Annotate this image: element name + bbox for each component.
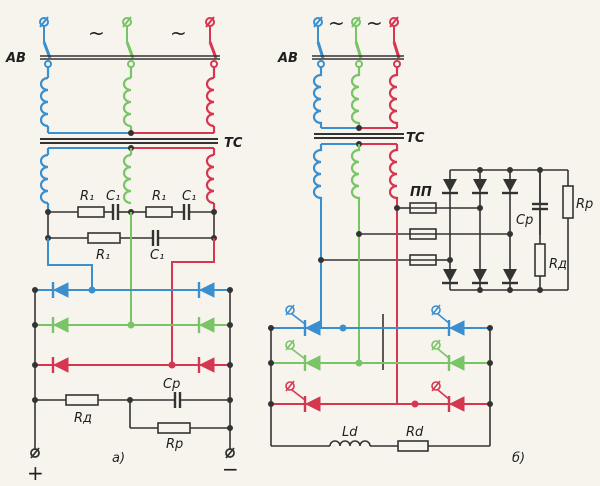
resistor-label-r1-3: R₁ (96, 248, 110, 263)
secondary-winding-a (39, 148, 50, 212)
terminal-phase-a-left (39, 16, 49, 42)
diode-a-1 (51, 280, 70, 300)
thyristor-b-1 (303, 353, 322, 373)
caption-b: б) (512, 451, 525, 466)
inductor-label-ld: Ld (342, 425, 358, 440)
diode-c-2 (197, 355, 216, 375)
output-load-b (271, 440, 490, 452)
minus-sign: − (222, 457, 239, 481)
transformer-label-ts-2: ТС (406, 131, 425, 146)
ac-symbol-4: ~ (366, 11, 383, 35)
diagram-a: ~ ~ АВ (5, 16, 243, 485)
terminal-phase-c-left (205, 16, 215, 42)
capacitor-label-c1-3: C₁ (150, 248, 164, 263)
primary-winding-a (39, 67, 50, 133)
diode-b-1 (51, 315, 70, 335)
transformer-core-ts-2 (314, 133, 404, 139)
resistor-label-rp-b: Rр (576, 197, 593, 212)
resistor-label-rd-a: Rд (74, 411, 92, 426)
circuit-breaker-av (40, 41, 220, 68)
capacitor-label-cp-a: Cр (163, 377, 180, 392)
diode-a-2 (197, 280, 216, 300)
resistor-label-r1-2: R₁ (152, 189, 166, 204)
secondary-windings-right (312, 144, 399, 200)
resistor-label-rd-b: Rд (549, 257, 567, 272)
terminal-phase-b-left (122, 16, 132, 42)
rectifier-bridge-b (270, 314, 491, 446)
rc-snubber-network (47, 204, 215, 246)
surge-rc-network (532, 170, 574, 277)
capacitor-label-c1-1: C₁ (106, 189, 120, 204)
output-load-a (34, 392, 231, 450)
thyristor-a-2 (447, 318, 466, 338)
diode-b-2 (197, 315, 216, 335)
resistor-label-r1-1: R₁ (80, 189, 94, 204)
resistor-label-rd-out: Rd (406, 425, 424, 440)
circuit-breaker-av-2 (312, 41, 404, 68)
diode-c-1 (51, 355, 70, 375)
primary-winding-c (205, 67, 216, 133)
secondary-winding-c (205, 148, 216, 212)
terminal-minus-a (225, 447, 235, 459)
ac-symbol-3: ~ (328, 11, 345, 35)
surge-protection-bridge (436, 169, 569, 291)
transformer-label-ts: ТС (224, 136, 243, 151)
caption-a: а) (112, 451, 125, 466)
capacitor-label-c1-2: C₁ (182, 189, 196, 204)
ac-symbol-1: ~ (88, 21, 105, 45)
thyristor-c-1 (303, 394, 322, 414)
resistor-label-rp-a: Rр (166, 437, 183, 452)
terminal-phase-c-right (389, 16, 399, 42)
plus-sign: + (27, 461, 44, 485)
terminal-phase-b-right (351, 16, 361, 42)
terminal-phase-a-right (313, 16, 323, 42)
rectifier-bridge-a (34, 290, 231, 430)
fuse-label-pp: ПП (410, 185, 432, 200)
breaker-label-av: АВ (5, 51, 26, 66)
primary-windings-right (312, 67, 399, 128)
thyristor-a-1 (303, 318, 322, 338)
ac-symbol-2: ~ (170, 21, 187, 45)
capacitor-label-cp-b: Cр (516, 213, 533, 228)
fuses-pp (409, 202, 437, 266)
breaker-label-av-2: АВ (277, 51, 298, 66)
terminal-plus-a (30, 447, 40, 459)
transformer-core-ts (40, 138, 218, 144)
thyristor-c-2 (447, 394, 466, 414)
diagram-b: ~ ~ АВ ТС (268, 11, 593, 466)
secondary-winding-b (122, 148, 133, 205)
thyristor-b-2 (447, 353, 466, 373)
primary-winding-b (122, 67, 133, 133)
